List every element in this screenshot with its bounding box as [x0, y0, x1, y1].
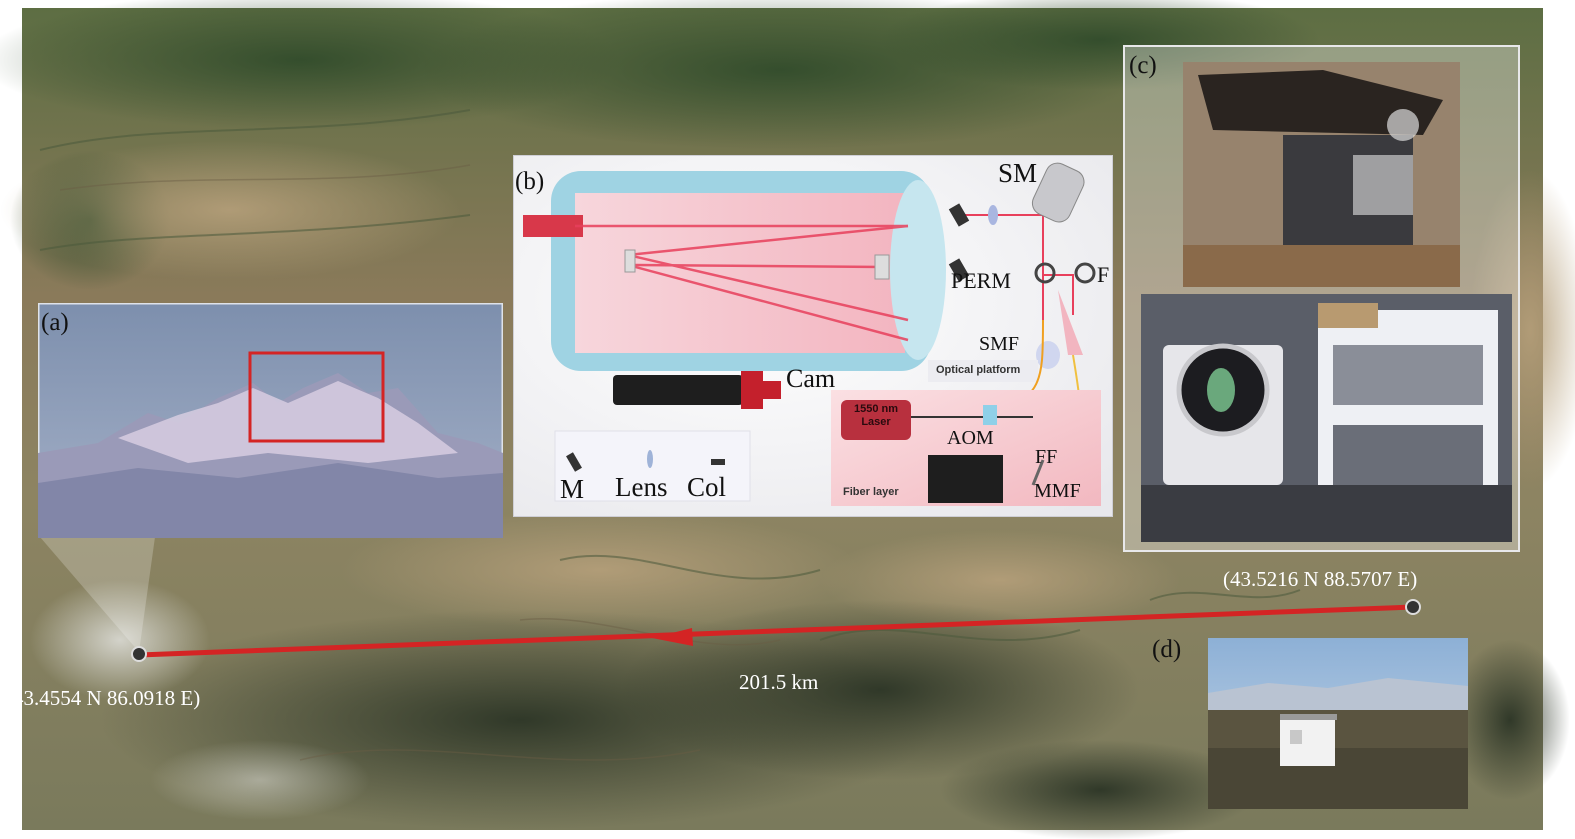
label-optical-platform: Optical platform [936, 364, 1021, 376]
legend-collimator: Col [687, 472, 727, 502]
inset-d-station-photo [1208, 638, 1468, 809]
legend-lens: Lens [615, 472, 668, 502]
station-hut [1280, 718, 1335, 766]
site-left-marker[interactable] [131, 646, 147, 662]
link-line [138, 604, 1414, 658]
site-right-coordinates: (43.5216 N 88.5707 E) [1223, 567, 1418, 591]
panel-label-c: (c) [1129, 52, 1157, 79]
laser-box [841, 400, 911, 440]
inset-c-lab-photos [1123, 45, 1520, 552]
label-ff: FF [1035, 446, 1058, 468]
inset-a-mountain-photo [38, 303, 503, 538]
label-mmf: MMF [1034, 480, 1081, 502]
panel-label-b: (b) [515, 168, 545, 195]
label-sm: SM [998, 158, 1038, 188]
direction-arrow [652, 628, 693, 646]
scan-mirror [1031, 162, 1085, 223]
site-right-marker[interactable] [1405, 599, 1421, 615]
label-f: F [1097, 262, 1110, 287]
legend-mirror: M [560, 474, 585, 504]
label-laser: 1550 nm Laser [853, 403, 899, 428]
distance-label: 201.5 km [739, 670, 819, 694]
label-cam: Cam [786, 364, 836, 393]
legend-box [554, 430, 751, 502]
panel-label-a: (a) [41, 309, 69, 336]
camera [613, 375, 743, 405]
label-smf: SMF [979, 333, 1020, 355]
zoom-box [248, 351, 385, 443]
inset-b-setup-diagram [513, 155, 1113, 517]
label-aom: AOM [947, 427, 994, 449]
label-fiber-layer: Fiber layer [843, 486, 899, 498]
site-left-coordinates: (43.4554 N 86.0918 E) [6, 686, 201, 710]
label-perm: PERM [951, 268, 1011, 293]
fiber-module [928, 455, 1003, 503]
panel-label-d: (d) [1152, 636, 1182, 663]
